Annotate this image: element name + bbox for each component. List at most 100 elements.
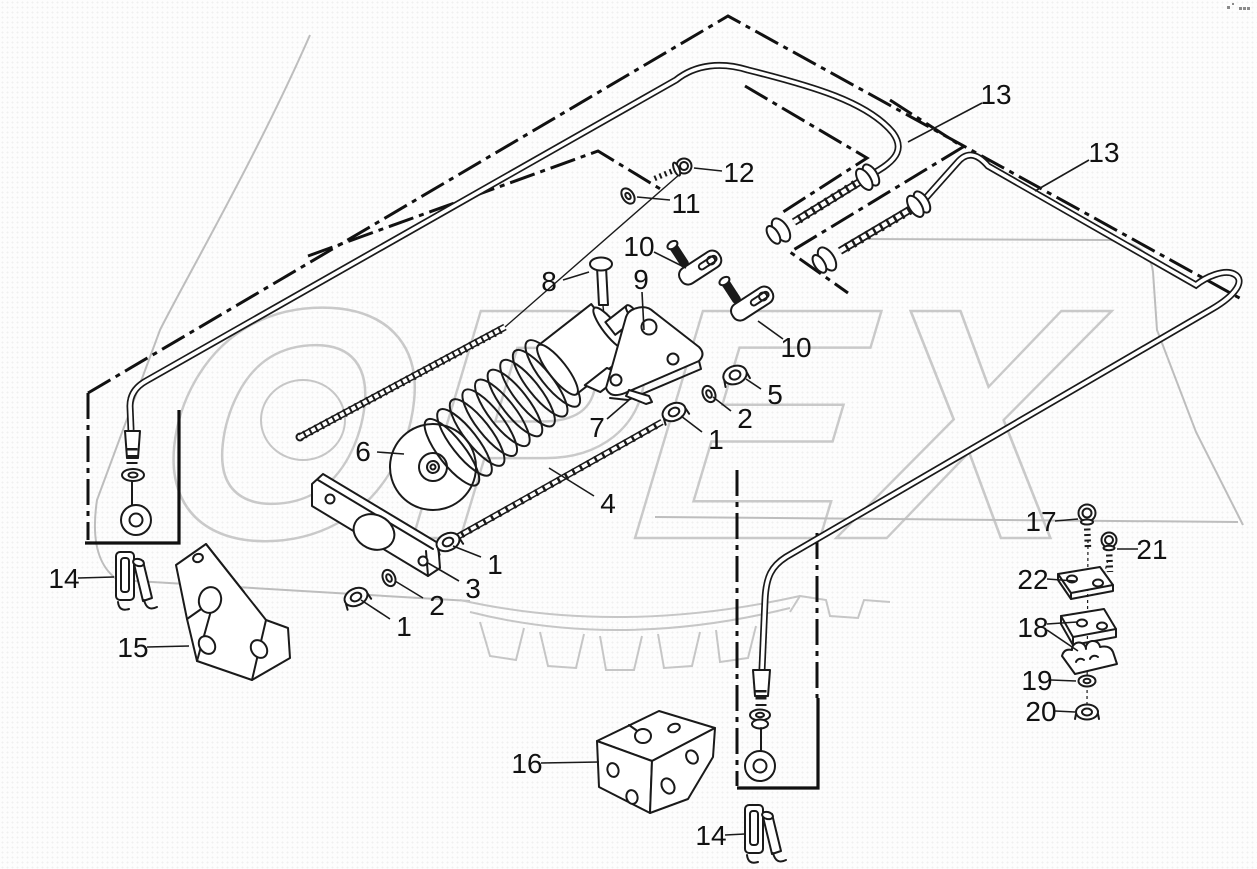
callout-9: 9 — [633, 264, 649, 331]
callout-label: 13 — [980, 79, 1011, 110]
nut-20 — [1074, 703, 1100, 721]
machine-contour-left — [93, 34, 471, 602]
callout-15: 15 — [117, 632, 190, 663]
machine-contour-mid — [654, 516, 1239, 523]
callout-leader — [452, 545, 482, 558]
callout-16: 16 — [511, 748, 600, 779]
callout-label: 10 — [780, 332, 811, 363]
callout-6: 6 — [355, 436, 405, 467]
cable-left-end — [120, 430, 152, 536]
callout-leader — [745, 378, 762, 390]
cable-left — [126, 61, 902, 431]
callout-label: 11 — [671, 188, 700, 219]
callout-leader — [376, 451, 405, 455]
right-detail-box — [737, 698, 820, 790]
callout-12: 12 — [693, 157, 755, 188]
watermark-text: OPEX — [141, 240, 1120, 609]
callout-10: 10 — [757, 320, 812, 363]
screw-axis-line — [504, 166, 689, 328]
callout-leader — [1046, 621, 1078, 625]
callout-22: 22 — [1017, 564, 1076, 595]
callout-leader — [606, 399, 630, 420]
callout-label: 7 — [589, 412, 605, 443]
corner-mark — [1227, 3, 1250, 10]
callout-18: 18 — [1017, 612, 1079, 652]
callout-label: 17 — [1025, 506, 1056, 537]
clevis-10a — [666, 239, 723, 286]
callout-leader — [724, 833, 746, 836]
callout-leader — [562, 271, 590, 281]
callout-leader — [680, 415, 703, 433]
callout-label: 6 — [355, 436, 371, 467]
left-detail-box — [85, 410, 181, 545]
callout-label: 10 — [623, 231, 654, 262]
clamp-plate-22 — [1057, 566, 1114, 600]
nut-5 — [722, 364, 751, 388]
callout-2: 2 — [394, 580, 445, 621]
pin-8 — [589, 256, 613, 306]
callout-2: 2 — [712, 396, 753, 434]
triangular-plate-9 — [605, 306, 704, 401]
washer-2b — [381, 568, 397, 588]
callout-label: 22 — [1017, 564, 1048, 595]
callout-leader — [907, 102, 983, 143]
callout-label: 18 — [1017, 612, 1048, 643]
screw-17 — [1077, 503, 1097, 550]
washer-19 — [1077, 674, 1097, 688]
callout-leader — [360, 599, 391, 620]
callout-label: 14 — [695, 820, 726, 851]
callout-17: 17 — [1025, 506, 1079, 537]
clevis-10b — [718, 275, 775, 322]
callout-leader — [693, 167, 723, 172]
callout-label: 13 — [1088, 137, 1119, 168]
callout-label: 4 — [600, 488, 616, 519]
hatched-rod — [295, 323, 507, 442]
callout-14: 14 — [695, 820, 746, 851]
nut-1b — [343, 586, 373, 611]
callout-leader — [653, 251, 687, 269]
callout-leader — [757, 320, 784, 340]
washer-2a — [701, 384, 717, 404]
callout-13: 13 — [907, 79, 1012, 143]
callout-leader — [1034, 159, 1090, 192]
callout-label: 15 — [117, 632, 148, 663]
callout-label: 20 — [1025, 696, 1056, 727]
callout-1: 1 — [452, 545, 503, 580]
callout-14: 14 — [48, 563, 115, 594]
callout-label: 2 — [737, 403, 753, 434]
callout-8: 8 — [541, 266, 590, 297]
cable-clamp-14 — [115, 551, 158, 611]
callout-label: 14 — [48, 563, 79, 594]
callout-11: 11 — [636, 188, 701, 219]
cable-right — [758, 151, 1243, 671]
callout-label: 9 — [633, 264, 649, 295]
callout-leader — [636, 196, 671, 201]
callout-label: 19 — [1021, 665, 1052, 696]
callout-label: 3 — [465, 573, 481, 604]
callout-leader — [1054, 710, 1076, 713]
callout-leader — [641, 291, 645, 331]
callout-label: 5 — [767, 379, 783, 410]
cable-right-end — [744, 669, 776, 782]
callout-leader — [1054, 518, 1079, 522]
callout-5: 5 — [745, 378, 783, 410]
callout-1: 1 — [360, 599, 412, 642]
gear-watermark — [459, 594, 891, 671]
callout-3: 3 — [427, 562, 481, 604]
callout-leader — [427, 562, 460, 582]
callout-leader — [394, 580, 424, 599]
callout-label: 1 — [487, 549, 503, 580]
pin-7 — [625, 389, 653, 405]
bracket-16 — [596, 710, 716, 814]
callout-1: 1 — [680, 415, 724, 455]
clamp-half-18a — [1060, 608, 1117, 646]
bracket-15 — [175, 543, 291, 681]
callout-leader — [1046, 629, 1079, 652]
callout-leader — [1050, 679, 1077, 682]
callout-10: 10 — [623, 231, 687, 269]
callout-21: 21 — [1117, 534, 1168, 565]
callout-leader — [146, 645, 190, 648]
watermark-layer: OPEX — [93, 3, 1250, 671]
cable-clamp-14b — [744, 804, 787, 864]
